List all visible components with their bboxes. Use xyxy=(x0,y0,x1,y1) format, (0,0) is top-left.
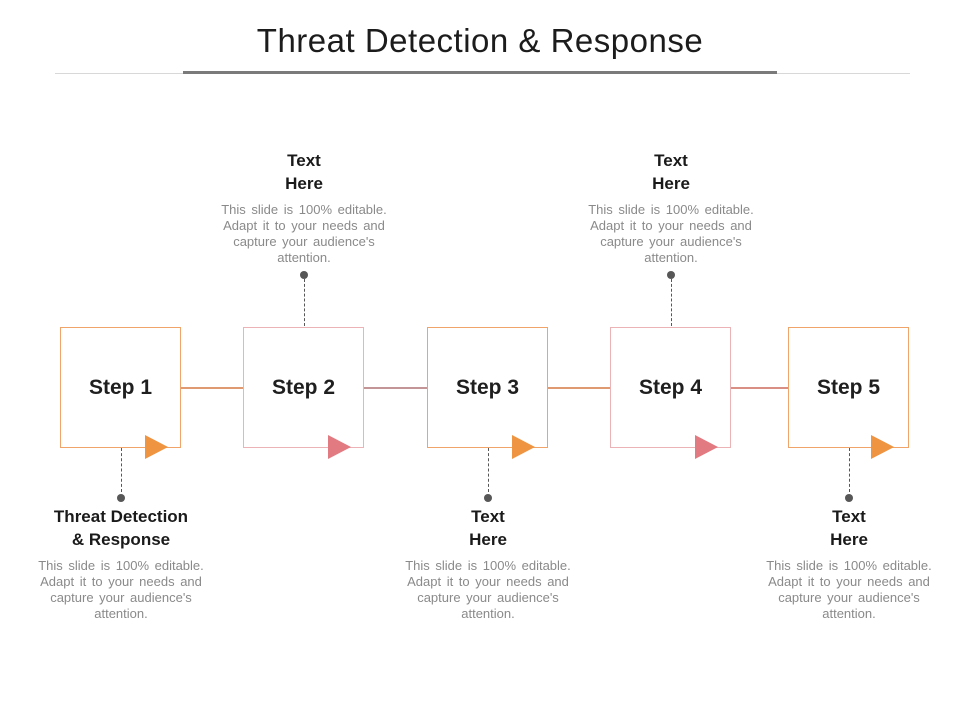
annotation-body: This slide is 100% editable. Adapt it to… xyxy=(766,558,932,621)
step-label: Step 1 xyxy=(88,375,153,399)
step-arrow-3 xyxy=(512,435,535,459)
step-box-1: Step 1 xyxy=(60,327,181,448)
step-arrow-1 xyxy=(145,435,168,459)
step-arrow-2 xyxy=(328,435,351,459)
annotation-top-step2: Text Here This slide is 100% editable. A… xyxy=(212,149,396,326)
connector-dot xyxy=(117,494,125,502)
annotation-heading: Text Here xyxy=(830,507,868,549)
connector-dot xyxy=(845,494,853,502)
annotation-bottom-step1: Threat Detection & Response This slide i… xyxy=(29,448,213,622)
step-label: Step 5 xyxy=(816,375,881,399)
step-box-5: Step 5 xyxy=(788,327,909,448)
annotation-bottom-step5: Text Here This slide is 100% editable. A… xyxy=(757,448,941,622)
slide-title: Threat Detection & Response xyxy=(256,22,704,59)
dashed-connector-line xyxy=(670,279,672,326)
annotation-heading: Threat Detection & Response xyxy=(53,507,189,549)
dashed-connector-line xyxy=(848,448,850,492)
connector-dot xyxy=(484,494,492,502)
connector-line xyxy=(548,387,610,389)
connector-line xyxy=(364,387,427,389)
annotation-heading: Text Here xyxy=(469,507,507,549)
annotation-heading: Text Here xyxy=(285,151,323,193)
annotation-body: This slide is 100% editable. Adapt it to… xyxy=(588,202,754,265)
step-box-3: Step 3 xyxy=(427,327,548,448)
step-box-4: Step 4 xyxy=(610,327,731,448)
step-arrow-5 xyxy=(871,435,894,459)
connector-dot xyxy=(300,271,308,279)
step-label: Step 2 xyxy=(271,375,336,399)
annotation-heading: Text Here xyxy=(652,151,690,193)
dashed-connector-line xyxy=(487,448,489,492)
title-underline-dark xyxy=(183,71,777,74)
annotation-body: This slide is 100% editable. Adapt it to… xyxy=(38,558,204,621)
annotation-top-step4: Text Here This slide is 100% editable. A… xyxy=(579,149,763,326)
annotation-bottom-step3: Text Here This slide is 100% editable. A… xyxy=(396,448,580,622)
connector-line xyxy=(181,387,243,389)
connector-dot xyxy=(667,271,675,279)
step-arrow-4 xyxy=(695,435,718,459)
dashed-connector-line xyxy=(303,279,305,326)
connector-line xyxy=(731,387,788,389)
dashed-connector-line xyxy=(120,448,122,492)
step-box-2: Step 2 xyxy=(243,327,364,448)
step-label: Step 3 xyxy=(455,375,520,399)
step-label: Step 4 xyxy=(638,375,703,399)
annotation-body: This slide is 100% editable. Adapt it to… xyxy=(405,558,571,621)
annotation-body: This slide is 100% editable. Adapt it to… xyxy=(221,202,387,265)
